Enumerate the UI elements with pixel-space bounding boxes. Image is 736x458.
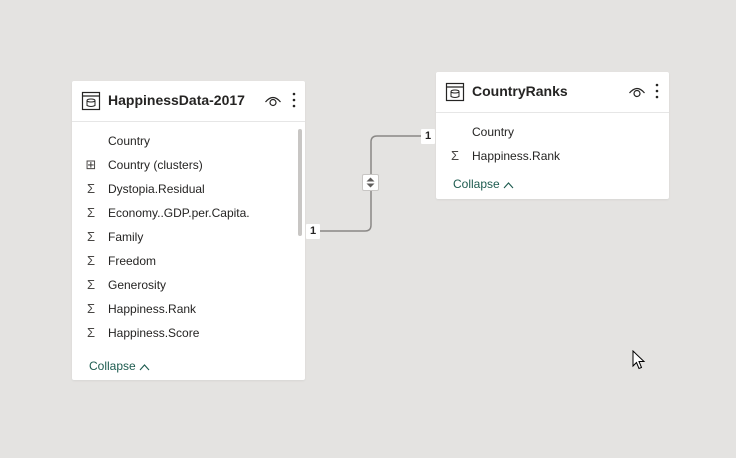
collapse-label: Collapse <box>89 359 136 373</box>
eye-icon[interactable] <box>264 94 282 108</box>
grid-icon: ⊞ <box>85 157 97 172</box>
sigma-icon: Σ <box>86 301 96 316</box>
field-label: Dystopia.Residual <box>108 182 205 196</box>
field-label: Country (clusters) <box>108 158 203 172</box>
collapse-button[interactable]: Collapse <box>89 358 150 374</box>
collapse-button[interactable]: Collapse <box>453 176 514 192</box>
field-label: Generosity <box>108 278 167 292</box>
field-list: Country ⊞ Country (clusters) Σ Dystopia.… <box>72 129 305 345</box>
eye-icon[interactable] <box>628 85 646 99</box>
field-country[interactable]: Country <box>436 120 669 144</box>
field-label: Country <box>108 134 151 148</box>
table-header: CountryRanks <box>436 72 669 113</box>
table-header: HappinessData-2017 <box>72 81 305 122</box>
field-country-clusters[interactable]: ⊞ Country (clusters) <box>72 153 305 177</box>
scrollbar[interactable] <box>298 129 302 236</box>
chevron-up-icon <box>139 364 150 371</box>
field-label: Family <box>108 230 144 244</box>
field-label: Happiness.Score <box>108 326 200 340</box>
sigma-icon: Σ <box>450 148 460 163</box>
field-family[interactable]: Σ Family <box>72 225 305 249</box>
cardinality-badge-to: 1 <box>421 129 435 144</box>
sigma-icon: Σ <box>86 229 96 244</box>
field-label: Happiness.Rank <box>108 302 197 316</box>
sigma-icon: Σ <box>86 205 96 220</box>
table-card-countryranks[interactable]: CountryRanks Country Σ Happiness.Rank Co… <box>436 72 669 199</box>
cross-filter-both-icon[interactable] <box>362 174 379 191</box>
table-card-happinessdata-2017[interactable]: HappinessData-2017 Country ⊞ Country (cl… <box>72 81 305 380</box>
field-label: Economy..GDP.per.Capita. <box>108 206 250 220</box>
sigma-icon: Σ <box>86 181 96 196</box>
table-icon <box>81 91 101 111</box>
field-economy-gdp[interactable]: Σ Economy..GDP.per.Capita. <box>72 201 305 225</box>
cardinality-badge-from: 1 <box>306 224 320 239</box>
sigma-icon: Σ <box>86 325 96 340</box>
sigma-icon: Σ <box>86 253 96 268</box>
mouse-pointer-icon <box>632 350 646 370</box>
field-happiness-rank[interactable]: Σ Happiness.Rank <box>72 297 305 321</box>
field-freedom[interactable]: Σ Freedom <box>72 249 305 273</box>
table-icon <box>445 82 465 102</box>
field-label: Country <box>472 125 515 139</box>
field-generosity[interactable]: Σ Generosity <box>72 273 305 297</box>
more-options-icon[interactable] <box>654 82 660 100</box>
table-title: CountryRanks <box>472 83 568 99</box>
field-happiness-score[interactable]: Σ Happiness.Score <box>72 321 305 345</box>
field-label: Happiness.Rank <box>472 149 561 163</box>
field-label: Freedom <box>108 254 157 268</box>
field-list: Country Σ Happiness.Rank <box>436 120 669 168</box>
chevron-up-icon <box>503 182 514 189</box>
field-dystopia-residual[interactable]: Σ Dystopia.Residual <box>72 177 305 201</box>
field-country[interactable]: Country <box>72 129 305 153</box>
table-title: HappinessData-2017 <box>108 92 245 108</box>
field-happiness-rank[interactable]: Σ Happiness.Rank <box>436 144 669 168</box>
collapse-label: Collapse <box>453 177 500 191</box>
more-options-icon[interactable] <box>291 91 297 109</box>
sigma-icon: Σ <box>86 277 96 292</box>
